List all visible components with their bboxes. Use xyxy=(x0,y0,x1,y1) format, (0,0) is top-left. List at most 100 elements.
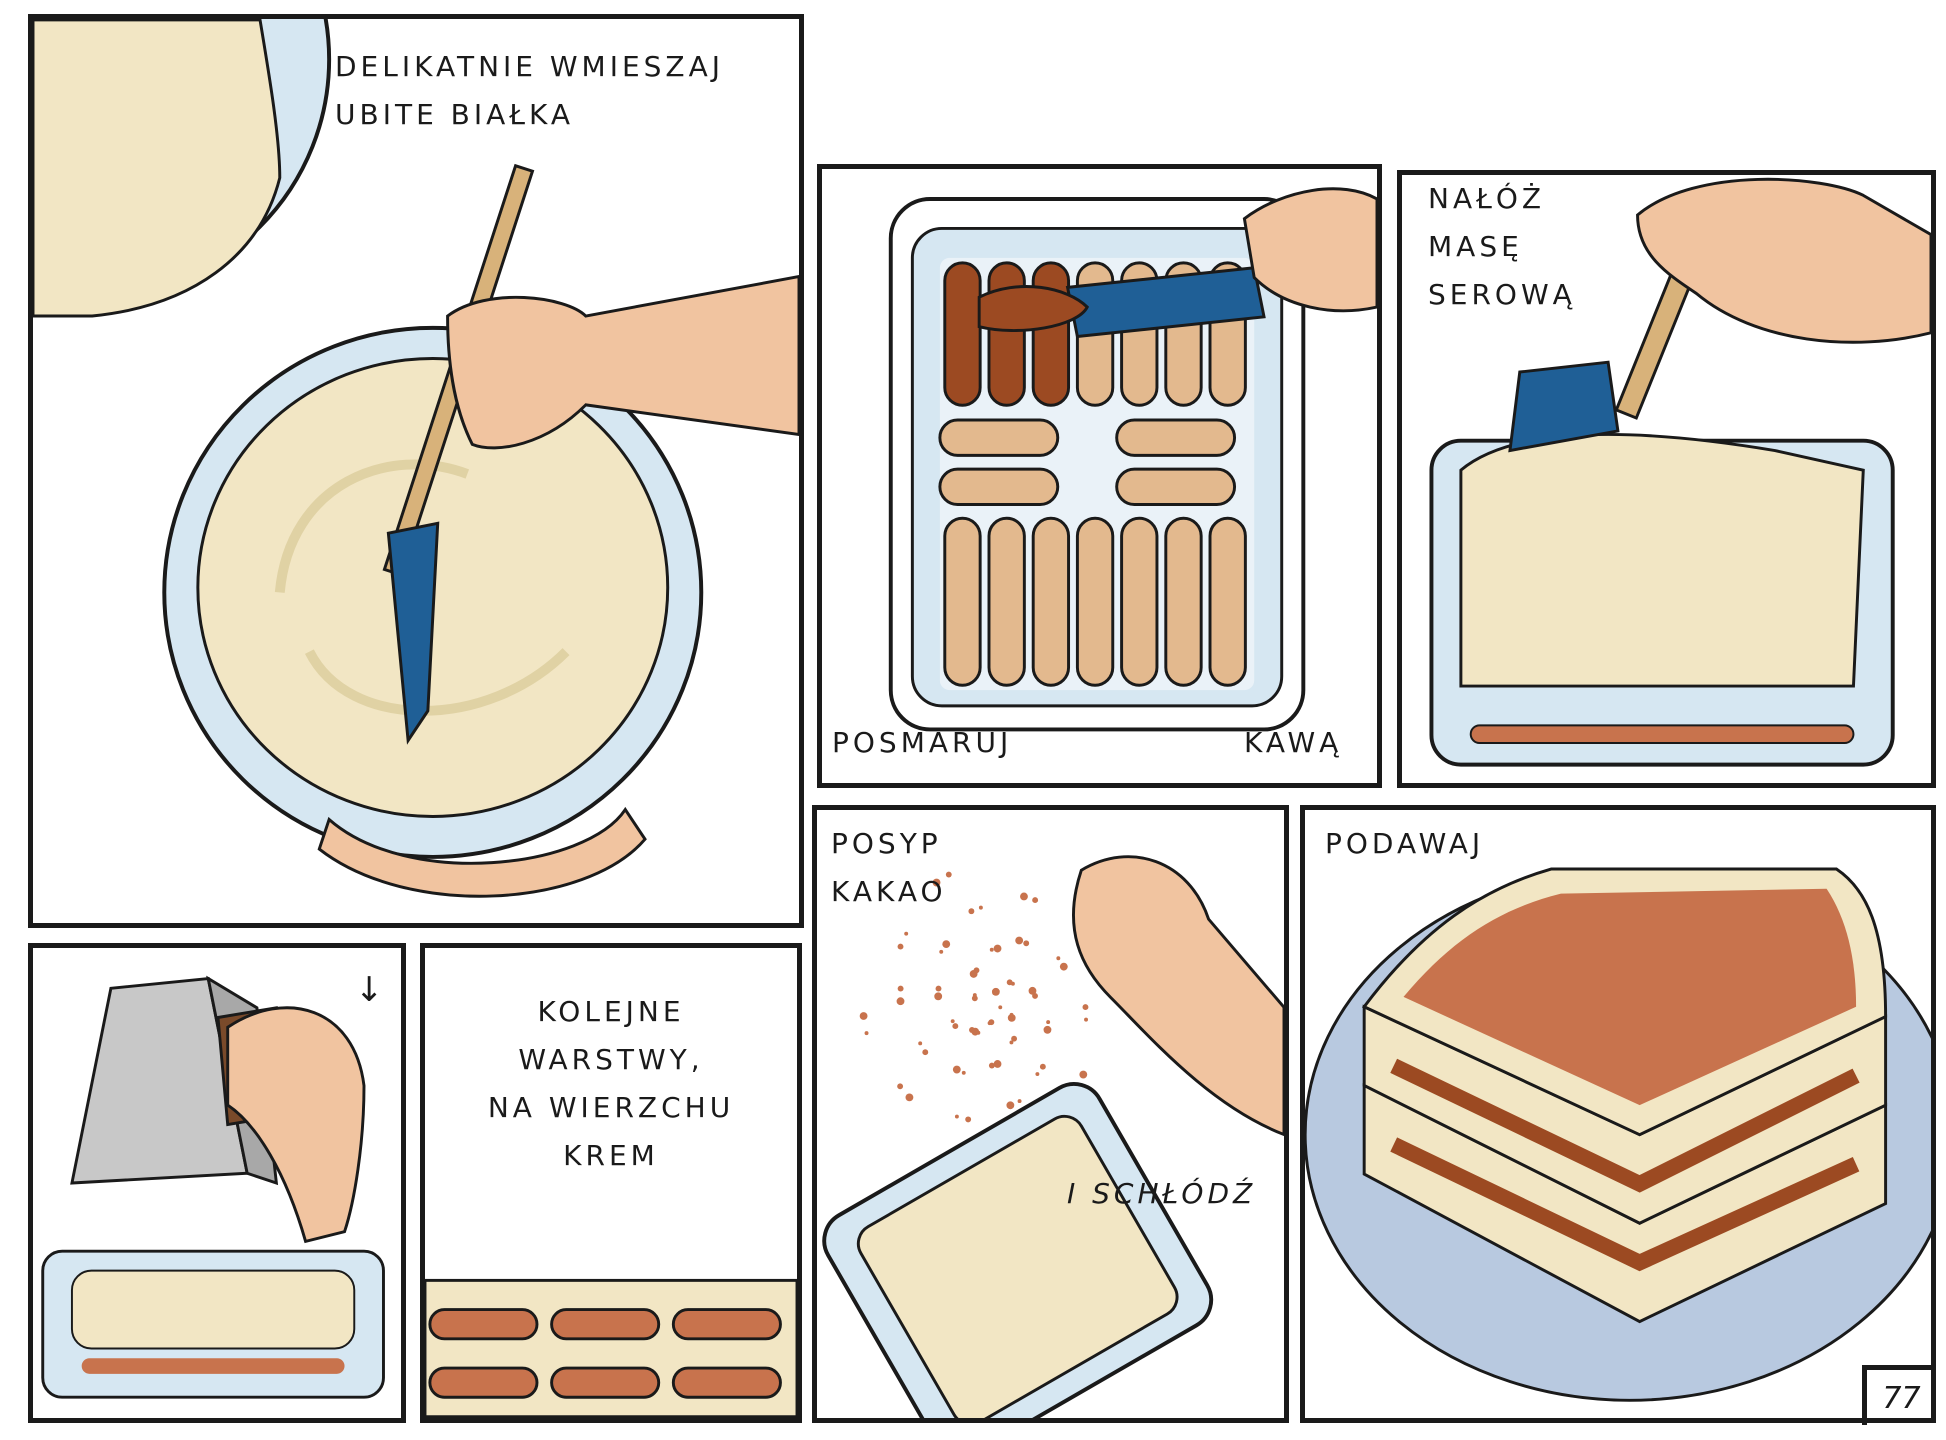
ladyfinger xyxy=(943,516,982,687)
cocoa-speck xyxy=(1015,936,1024,945)
cocoa-speck xyxy=(897,985,904,992)
page-number: 77 xyxy=(1862,1365,1936,1425)
cocoa-speck xyxy=(932,878,941,887)
tiramisu-slice-illustration xyxy=(1305,867,1931,1402)
cocoa-speck xyxy=(1017,1099,1022,1104)
dish-brushing-illustration xyxy=(888,187,1377,732)
cocoa-speck xyxy=(1023,940,1030,947)
caption-line: NA WIERZCHU xyxy=(487,1091,735,1124)
ladyfinger-row xyxy=(943,516,1247,687)
cocoa-speck xyxy=(897,1083,904,1090)
ladyfinger xyxy=(1208,516,1247,687)
ladyfinger xyxy=(428,1366,539,1399)
cocoa-speck xyxy=(978,905,983,910)
dish-spreading-illustration xyxy=(1429,177,1931,767)
cocoa-speck xyxy=(965,1116,972,1123)
caption-line: WARSTWY, xyxy=(518,1043,704,1076)
ladyfinger xyxy=(1031,516,1071,687)
cocoa-speck xyxy=(954,1114,959,1119)
cocoa-speck xyxy=(952,1065,961,1074)
cocoa-speck xyxy=(971,995,978,1002)
caption-schlodz: I SCHŁÓDŹ xyxy=(1067,1177,1257,1210)
panel-next-layers: KOLEJNE WARSTWY, NA WIERZCHU KREM xyxy=(420,943,802,1423)
cocoa-speck xyxy=(945,871,952,878)
cocoa-speck xyxy=(950,1019,955,1024)
cocoa-speck xyxy=(1020,892,1028,901)
cocoa-speck xyxy=(998,1005,1003,1010)
cocoa-speck xyxy=(935,985,942,992)
caption-line: KOLEJNE xyxy=(537,995,685,1028)
caption-posmaruj: POSMARUJ xyxy=(832,726,1013,759)
ladyfinger xyxy=(1031,261,1071,407)
ladyfinger xyxy=(1164,516,1203,687)
ladyfinger-row xyxy=(428,1308,782,1341)
cocoa-speck xyxy=(1039,1063,1046,1070)
cocoa-speck xyxy=(904,931,909,936)
cocoa-speck xyxy=(859,1012,868,1020)
cocoa-speck xyxy=(989,947,994,952)
caption-line: UBITE BIAŁKA xyxy=(335,98,575,131)
cocoa-speck xyxy=(1059,962,1068,971)
cocoa-speck xyxy=(968,908,975,915)
panel-brush-coffee: POSMARUJ KAWĄ xyxy=(817,164,1382,788)
caption-line: KAKAO xyxy=(831,875,947,908)
ladyfinger xyxy=(1075,516,1115,687)
panel-fold-whites: DELIKATNIE WMIESZAJ UBITE BIAŁKA xyxy=(28,14,804,928)
bowl-mixing-illustration xyxy=(33,19,799,898)
cocoa-speck xyxy=(988,1062,995,1069)
ladyfinger xyxy=(1120,516,1159,687)
panel-sprinkle-cocoa: POSYP KAKAO I SCHŁÓDŹ xyxy=(812,805,1289,1423)
cocoa-speck xyxy=(988,1019,995,1026)
ladyfinger xyxy=(550,1308,661,1341)
cocoa-speck xyxy=(992,991,997,995)
cocoa-speck xyxy=(1032,897,1039,904)
ladyfinger xyxy=(428,1308,539,1341)
cocoa-speck xyxy=(942,940,951,949)
caption-line: POSYP xyxy=(831,827,942,860)
cocoa-speck xyxy=(976,1030,981,1035)
cocoa-speck xyxy=(1009,1040,1014,1045)
cocoa-speck xyxy=(1082,1004,1089,1011)
caption-line: MASĘ xyxy=(1428,230,1523,263)
cocoa-speck xyxy=(961,1070,966,1075)
cocoa-speck xyxy=(1043,1025,1052,1034)
panel-spread-cheese: NAŁÓŻ MASĘ SEROWĄ xyxy=(1397,170,1936,788)
caption-line: NAŁÓŻ xyxy=(1428,182,1546,215)
cocoa-speck xyxy=(993,944,1002,953)
cocoa-speck xyxy=(952,1023,959,1030)
cocoa-speck xyxy=(1084,1017,1088,1022)
ladyfinger xyxy=(671,1308,782,1341)
cocoa-speck xyxy=(1056,956,1061,961)
cocoa-speck xyxy=(897,943,904,950)
cocoa-speck xyxy=(1046,1020,1051,1025)
cocoa-speck xyxy=(1006,1101,1015,1110)
cocoa-speck xyxy=(993,1060,1002,1068)
cocoa-speck xyxy=(922,1049,929,1056)
cocoa-speck xyxy=(1028,986,1037,995)
ladyfinger xyxy=(943,261,982,407)
cocoa-speck xyxy=(1035,1072,1040,1077)
caption-line: DELIKATNIE WMIESZAJ xyxy=(335,50,725,83)
ladyfinger xyxy=(550,1366,661,1399)
grater-illustration xyxy=(41,975,385,1399)
cocoa-speck xyxy=(1009,1012,1014,1017)
ladyfinger xyxy=(671,1366,782,1399)
cocoa-speck xyxy=(934,992,943,1001)
caption-line: KREM xyxy=(563,1139,659,1172)
caption-podawaj: PODAWAJ xyxy=(1325,827,1485,860)
cocoa-speck xyxy=(969,969,978,978)
cocoa-speck xyxy=(918,1041,923,1046)
cocoa-speck xyxy=(1079,1070,1088,1079)
cocoa-speck xyxy=(1007,1013,1016,1022)
arrow-down-icon: ↓ xyxy=(355,970,384,1010)
caption-kawa: KAWĄ xyxy=(1244,726,1343,759)
ladyfinger xyxy=(987,516,1026,687)
cocoa-speck xyxy=(864,1031,869,1036)
cocoa-speck xyxy=(1011,1035,1018,1042)
layers-illustration xyxy=(425,1278,797,1418)
cocoa-speck xyxy=(896,997,905,1006)
cocoa-speck xyxy=(905,1093,914,1102)
panel-serve: PODAWAJ xyxy=(1300,805,1936,1423)
ladyfinger-row xyxy=(428,1366,782,1399)
ladyfinger xyxy=(987,261,1026,407)
